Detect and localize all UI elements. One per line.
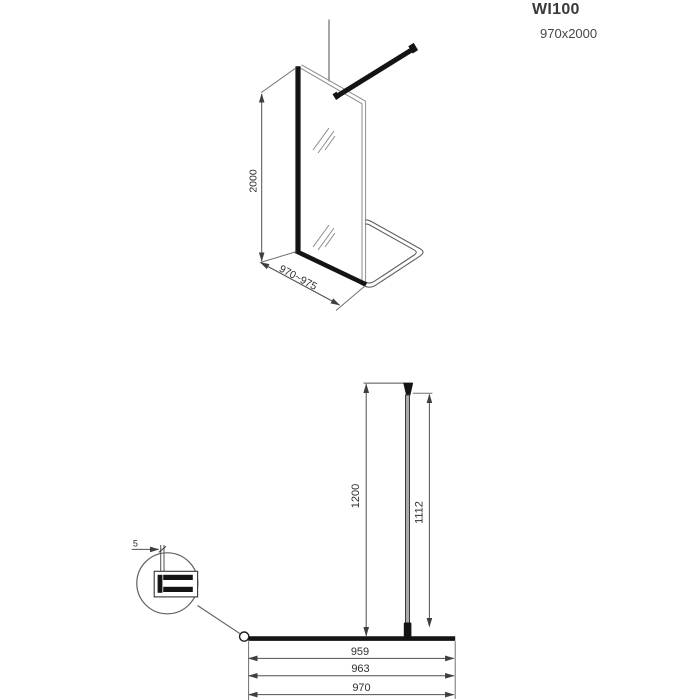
- callout-reference-circle: [238, 631, 250, 642]
- dimension-label-1112: 1112: [414, 501, 426, 524]
- support-bar-glass-clamp: [332, 91, 341, 100]
- glass-panel: [294, 64, 368, 287]
- glass-top-back-edge: [301, 64, 366, 102]
- height-dimension: 2000: [248, 67, 297, 263]
- wall-bracket: [403, 382, 414, 396]
- dimension-1112: 1112: [412, 392, 433, 628]
- isometric-view: 2000 970~975: [248, 19, 424, 311]
- dimension-line: [259, 262, 341, 306]
- bar-tube-plan: [405, 394, 410, 624]
- dimension-label-1200: 1200: [350, 484, 362, 508]
- width-dimensions: 959 963 970: [248, 641, 456, 700]
- support-bar-tube: [335, 47, 413, 99]
- glass-reflection-upper: [312, 127, 336, 154]
- plan-view: 1200 1112 959 963 970: [131, 382, 456, 700]
- extension-line: [335, 285, 366, 311]
- support-bar-wall-mount: [408, 42, 419, 54]
- model-size: 970x2000: [540, 26, 598, 41]
- profile-back-plate: [157, 574, 163, 593]
- dimension-label-5: 5: [133, 539, 138, 549]
- extension-line: [260, 251, 297, 263]
- dimension-label-2000: 2000: [248, 169, 260, 193]
- extension-line: [260, 67, 297, 94]
- glass-reflection-lower: [312, 224, 336, 251]
- leader-line: [197, 605, 241, 635]
- dimension-label-970-975: 970~975: [277, 263, 319, 293]
- support-bar: [332, 42, 419, 100]
- wall-profile-section: [153, 545, 199, 598]
- dimension-label-963: 963: [351, 663, 369, 675]
- dimension-label-959: 959: [351, 646, 369, 658]
- support-bar-plan: [403, 382, 414, 637]
- dimension-label-970: 970: [352, 682, 370, 694]
- model-title: WI100: [532, 1, 580, 18]
- dimension-tick: [158, 546, 167, 553]
- profile-thickness-dimension: 5: [131, 539, 167, 553]
- glass-clamp-plan: [403, 622, 412, 637]
- gasket-top: [163, 574, 193, 580]
- glass-mask: [299, 65, 365, 284]
- gasket-bottom: [163, 586, 193, 592]
- dimension-1200: 1200: [350, 383, 370, 637]
- detail-callout: 5: [131, 539, 250, 642]
